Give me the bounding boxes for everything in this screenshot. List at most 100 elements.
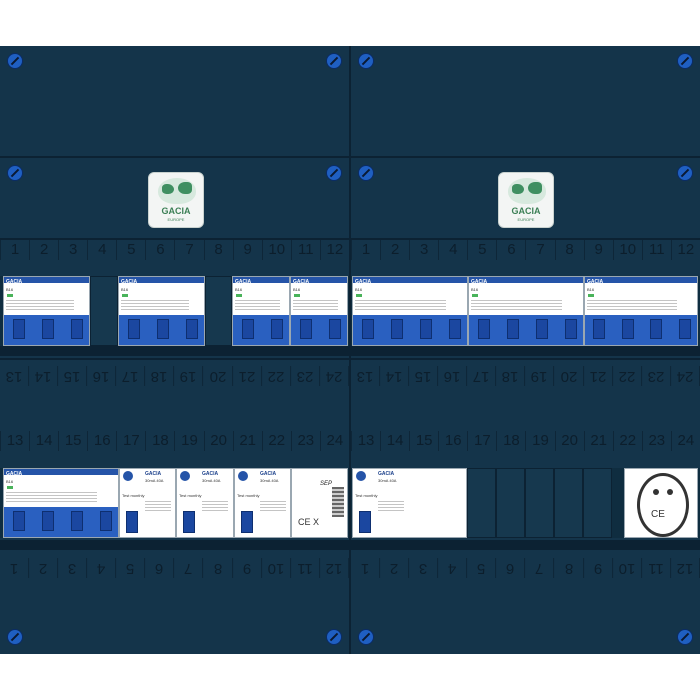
module-number: 2 bbox=[29, 558, 59, 578]
breaker-toggle[interactable] bbox=[70, 511, 83, 531]
breaker-toggle[interactable] bbox=[12, 511, 25, 531]
blank-module bbox=[467, 468, 496, 538]
module-number: 5 bbox=[116, 558, 146, 578]
breaker-toggle[interactable] bbox=[270, 319, 283, 339]
module-number: 23 bbox=[641, 431, 671, 451]
module-number: 1 bbox=[0, 558, 30, 578]
breaker-toggle[interactable] bbox=[299, 319, 312, 339]
rcd-toggle[interactable] bbox=[183, 511, 195, 533]
breaker-toggle[interactable] bbox=[70, 319, 83, 339]
module-number: 1 bbox=[351, 240, 380, 260]
device-rating: 30mA 40A bbox=[202, 478, 221, 483]
breaker-toggle[interactable] bbox=[185, 319, 198, 339]
module-number: 14 bbox=[380, 431, 409, 451]
module-number: 13 bbox=[0, 431, 29, 451]
blank-module bbox=[525, 468, 555, 538]
breaker-toggle[interactable] bbox=[241, 319, 254, 339]
device-header bbox=[585, 277, 697, 283]
module-number: 10 bbox=[261, 558, 291, 578]
din-socket[interactable]: CE bbox=[624, 468, 698, 538]
breaker-toggle[interactable] bbox=[564, 319, 577, 339]
breaker-toggle[interactable] bbox=[390, 319, 403, 339]
breaker-toggle[interactable] bbox=[12, 319, 25, 339]
breaker-toggle[interactable] bbox=[506, 319, 519, 339]
breaker-toggle[interactable] bbox=[328, 319, 341, 339]
rcd-toggle[interactable] bbox=[359, 511, 371, 533]
module-number: 22 bbox=[261, 366, 291, 386]
module-number: 8 bbox=[203, 240, 233, 260]
device-header bbox=[291, 277, 347, 283]
rcd-toggle[interactable] bbox=[241, 511, 253, 533]
breaker-toggle[interactable] bbox=[650, 319, 663, 339]
screw-icon bbox=[326, 629, 342, 645]
module-number: 20 bbox=[203, 431, 233, 451]
breaker-toggle[interactable] bbox=[127, 319, 140, 339]
status-indicator bbox=[588, 294, 594, 297]
module-number: 21 bbox=[583, 431, 613, 451]
globe-icon bbox=[508, 178, 546, 204]
logo-sub: EUROPE bbox=[167, 217, 185, 222]
device-rating: 30mA 40A bbox=[260, 478, 279, 483]
mcb-group[interactable]: GACIA B16 bbox=[3, 276, 90, 346]
device-rating: B16 bbox=[6, 287, 14, 292]
breaker-toggle[interactable] bbox=[361, 319, 374, 339]
module-number: 19 bbox=[174, 366, 204, 386]
module-number: 13 bbox=[351, 366, 381, 386]
module-number: 12 bbox=[670, 558, 700, 578]
cover-divider-2 bbox=[0, 238, 700, 240]
breaker-toggle[interactable] bbox=[621, 319, 634, 339]
module-number: 18 bbox=[145, 366, 175, 386]
test-button-icon[interactable] bbox=[123, 471, 133, 481]
module-number: 24 bbox=[319, 431, 349, 451]
module-number: 3 bbox=[58, 240, 87, 260]
device-brand: GACIA bbox=[6, 471, 23, 477]
device-brand: GACIA bbox=[293, 279, 310, 285]
breaker-toggle[interactable] bbox=[535, 319, 548, 339]
module-number: 12 bbox=[319, 558, 349, 578]
module-number: 5 bbox=[467, 240, 496, 260]
breaker-toggle[interactable] bbox=[593, 319, 606, 339]
blank-module bbox=[205, 276, 232, 346]
screw-icon bbox=[7, 629, 23, 645]
ce-mark: CE bbox=[651, 509, 665, 520]
breaker-toggle[interactable] bbox=[41, 511, 54, 531]
module-number: 23 bbox=[290, 431, 320, 451]
test-button-icon[interactable] bbox=[180, 471, 190, 481]
module-number: 15 bbox=[409, 431, 438, 451]
test-button-icon[interactable] bbox=[356, 471, 366, 481]
breaker-toggle[interactable] bbox=[448, 319, 461, 339]
spec-text bbox=[378, 501, 404, 513]
breaker-toggle[interactable] bbox=[99, 511, 112, 531]
device-brand: GACIA bbox=[6, 279, 23, 285]
module-number: 6 bbox=[496, 240, 525, 260]
module-number: 4 bbox=[438, 240, 467, 260]
module-number: 18 bbox=[496, 431, 525, 451]
cover-divider-1 bbox=[0, 156, 700, 158]
rcd-toggle[interactable] bbox=[126, 511, 138, 533]
breaker-toggle[interactable] bbox=[41, 319, 54, 339]
test-button-icon[interactable] bbox=[238, 471, 248, 481]
breaker-toggle[interactable] bbox=[477, 319, 490, 339]
module-number: 14 bbox=[29, 431, 58, 451]
module-number: 17 bbox=[116, 366, 146, 386]
breaker-toggle[interactable] bbox=[678, 319, 691, 339]
breaker-toggle[interactable] bbox=[419, 319, 432, 339]
breaker-toggle[interactable] bbox=[156, 319, 169, 339]
module-number: 12 bbox=[319, 240, 349, 260]
module-number: 14 bbox=[29, 366, 59, 386]
